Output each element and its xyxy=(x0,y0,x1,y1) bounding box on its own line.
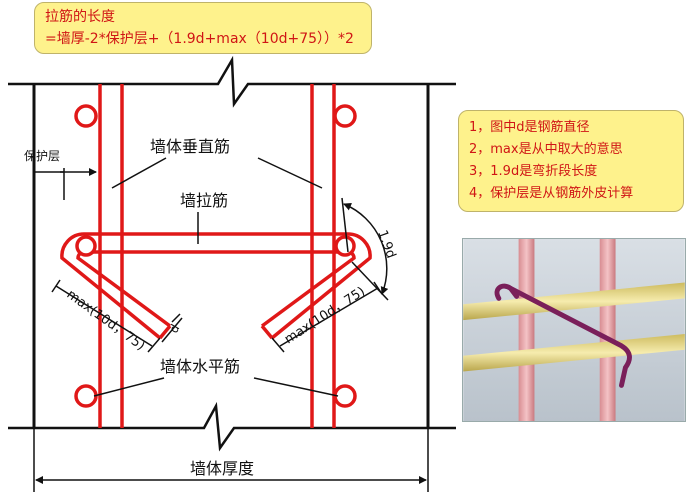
vertical-bar-3d-right xyxy=(599,239,616,421)
cover-label: 保护层 xyxy=(24,149,60,163)
vertical-bar-3d-left xyxy=(518,239,535,421)
note-item-2: 2，max是从中取大的意思 xyxy=(469,142,623,157)
left-hook-dimension xyxy=(51,279,161,353)
horizontal-rebar-sections xyxy=(74,104,357,408)
wall-outline xyxy=(32,84,430,428)
formula-expression: =墙厚-2*保护层+（1.9d+max（10d+75））*2 xyxy=(45,31,354,47)
bend-length-label: 1.9d xyxy=(374,228,398,260)
tie-bar xyxy=(84,232,348,254)
horizontal-bar-leaders xyxy=(93,377,339,397)
horizontal-bar-3d-top xyxy=(463,282,685,321)
vertical-bar-label: 墙体垂直筋 xyxy=(150,137,230,156)
left-hook xyxy=(60,232,172,340)
cover-dimension xyxy=(34,168,97,200)
wall-thickness-dimension xyxy=(33,428,429,492)
note-item-1: 1，图中d是钢筋直径 xyxy=(469,120,590,135)
note-item-3: 3，1.9d是弯折段长度 xyxy=(469,164,598,179)
top-break-line xyxy=(8,55,456,108)
tie-bar-label: 墙拉筋 xyxy=(180,191,228,210)
right-hook-dimension xyxy=(271,281,383,353)
note-item-4: 4，保护层是从钢筋外皮计算 xyxy=(469,186,634,201)
tie-bar-3d xyxy=(494,283,632,388)
concrete-background xyxy=(463,239,685,421)
horizontal-bar-label: 墙体水平筋 xyxy=(160,357,240,376)
vertical-rebars xyxy=(98,84,336,428)
left-hook-length-label: max(10d，75) xyxy=(64,287,148,354)
diameter-dimension xyxy=(161,313,183,343)
wall-thickness-label: 墙体厚度 xyxy=(190,459,254,478)
vertical-bar-leaders xyxy=(111,157,323,189)
bottom-break-line xyxy=(8,401,456,452)
3d-rebar-illustration xyxy=(462,238,686,422)
formula-note: 拉筋的长度 =墙厚-2*保护层+（1.9d+max（10d+75））*2 xyxy=(34,2,372,54)
explanation-note: 1，图中d是钢筋直径 2，max是从中取大的意思 3，1.9d是弯折段长度 4，… xyxy=(458,110,684,212)
formula-title: 拉筋的长度 xyxy=(45,9,115,25)
horizontal-bar-3d-bottom xyxy=(463,333,685,372)
